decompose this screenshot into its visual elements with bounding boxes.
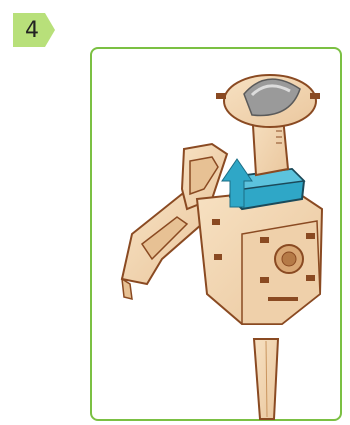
step-number-badge: 4: [13, 13, 57, 47]
step-number: 4: [13, 13, 51, 47]
top-ring-part: [216, 75, 320, 127]
central-frame-part: [197, 189, 322, 324]
handle-stick-part: [254, 339, 278, 419]
illustration-frame: [90, 47, 342, 421]
assembly-illustration: [92, 49, 344, 423]
